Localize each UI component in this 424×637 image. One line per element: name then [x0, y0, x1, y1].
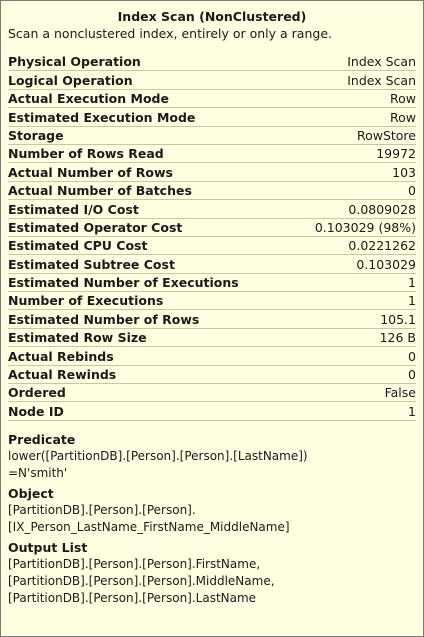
- property-value: 0.103029: [356, 256, 416, 272]
- property-value: Index Scan: [347, 54, 416, 70]
- output-list-section: Output List [PartitionDB].[Person].[Pers…: [8, 539, 416, 607]
- property-value: 0.0221262: [348, 238, 416, 254]
- property-value: 19972: [376, 146, 416, 162]
- object-heading: Object: [8, 485, 54, 501]
- property-row: Number of Executions 1: [8, 292, 416, 311]
- predicate-line: lower([PartitionDB].[Person].[Person].[L…: [8, 448, 308, 463]
- predicate-section: Predicate lower([PartitionDB].[Person].[…: [8, 431, 416, 482]
- property-row: Actual Number of Rows 103: [8, 163, 416, 182]
- property-value: 0: [408, 183, 416, 199]
- predicate-heading: Predicate: [8, 431, 76, 447]
- property-key: Estimated I/O Cost: [8, 201, 139, 217]
- property-row: Actual Execution Mode Row: [8, 90, 416, 109]
- property-key: Actual Number of Batches: [8, 183, 192, 199]
- property-row: Logical Operation Index Scan: [8, 71, 416, 90]
- property-value: 0: [408, 367, 416, 383]
- property-value: 0.103029 (98%): [314, 219, 416, 235]
- property-value: 0: [408, 348, 416, 364]
- property-key: Actual Number of Rows: [8, 164, 173, 180]
- predicate-line: =N'smith': [8, 465, 68, 480]
- property-row: Actual Rebinds 0: [8, 347, 416, 366]
- property-value: 105.1: [380, 311, 416, 327]
- property-key: Actual Rewinds: [8, 367, 117, 383]
- property-value: Index Scan: [347, 72, 416, 88]
- property-value: Row: [390, 91, 416, 107]
- property-key: Estimated Subtree Cost: [8, 256, 175, 272]
- property-value: False: [384, 385, 416, 401]
- property-row: Estimated Operator Cost 0.103029 (98%): [8, 219, 416, 237]
- output-list-line: [PartitionDB].[Person].[Person].MiddleNa…: [8, 573, 275, 588]
- property-key: Estimated Execution Mode: [8, 109, 196, 125]
- property-row: Ordered False: [8, 384, 416, 403]
- object-line: [IX_Person_LastName_FirstName_MiddleName…: [8, 519, 290, 534]
- property-value: 103: [392, 164, 416, 180]
- object-line: [PartitionDB].[Person].[Person].: [8, 502, 196, 517]
- property-row: Storage RowStore: [8, 127, 416, 145]
- property-row: Estimated I/O Cost 0.0809028: [8, 200, 416, 219]
- output-list-body: [PartitionDB].[Person].[Person].FirstNam…: [8, 556, 416, 607]
- property-row: Number of Rows Read 19972: [8, 145, 416, 164]
- property-key: Estimated Operator Cost: [8, 219, 183, 235]
- property-key: Estimated Number of Executions: [8, 275, 239, 291]
- property-value: 126 B: [379, 330, 416, 346]
- property-row: Node ID 1: [8, 402, 416, 421]
- property-value: Row: [390, 109, 416, 125]
- property-value: 1: [408, 293, 416, 309]
- tooltip-title: Index Scan (NonClustered): [117, 9, 307, 24]
- property-row: Actual Rewinds 0: [8, 366, 416, 385]
- property-value: 1: [408, 403, 416, 419]
- property-key: Physical Operation: [8, 54, 141, 70]
- output-list-line: [PartitionDB].[Person].[Person].FirstNam…: [8, 556, 261, 571]
- property-key: Logical Operation: [8, 72, 133, 88]
- output-list-line: [PartitionDB].[Person].[Person].LastName: [8, 590, 257, 605]
- property-key: Actual Rebinds: [8, 348, 114, 364]
- property-row: Estimated Row Size 126 B: [8, 329, 416, 348]
- property-key: Estimated CPU Cost: [8, 238, 148, 254]
- property-row: Estimated Number of Executions 1: [8, 274, 416, 293]
- property-key: Number of Rows Read: [8, 146, 164, 162]
- property-row: Physical Operation Index Scan: [8, 53, 416, 72]
- property-key: Actual Execution Mode: [8, 91, 169, 107]
- property-row: Actual Number of Batches 0: [8, 182, 416, 201]
- property-key: Node ID: [8, 403, 64, 419]
- tooltip-description: Scan a nonclustered index, entirely or o…: [8, 26, 332, 41]
- property-value: 1: [408, 275, 416, 291]
- property-value: 0.0809028: [348, 201, 416, 217]
- object-body: [PartitionDB].[Person].[Person]. [IX_Per…: [8, 502, 416, 536]
- predicate-body: lower([PartitionDB].[Person].[Person].[L…: [8, 448, 416, 482]
- property-row: Estimated CPU Cost 0.0221262: [8, 237, 416, 256]
- property-key: Storage: [8, 127, 64, 143]
- property-row: Estimated Subtree Cost 0.103029: [8, 255, 416, 274]
- property-value: RowStore: [356, 127, 416, 143]
- property-key: Estimated Row Size: [8, 330, 147, 346]
- property-row: Estimated Number of Rows 105.1: [8, 310, 416, 329]
- property-key: Estimated Number of Rows: [8, 311, 200, 327]
- output-list-heading: Output List: [8, 539, 88, 555]
- property-key: Ordered: [8, 385, 66, 401]
- property-row: Estimated Execution Mode Row: [8, 108, 416, 127]
- property-key: Number of Executions: [8, 293, 164, 309]
- object-section: Object [PartitionDB].[Person].[Person]. …: [8, 485, 416, 536]
